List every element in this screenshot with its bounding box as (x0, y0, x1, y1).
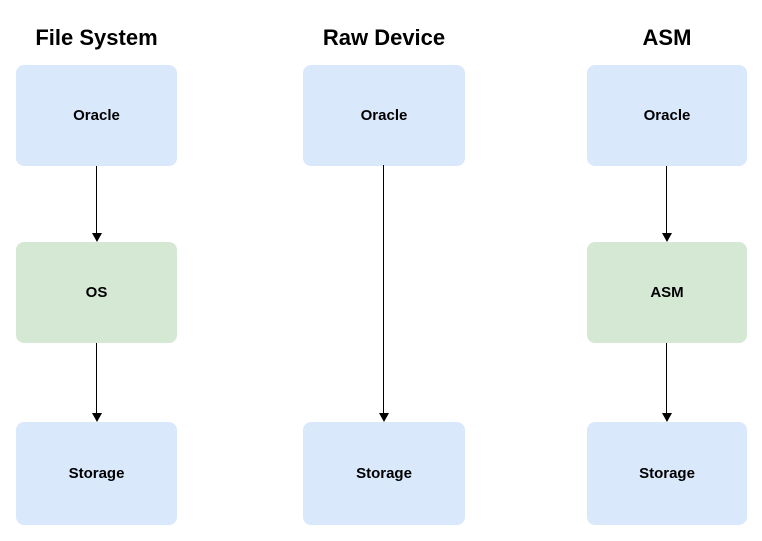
arrow-oracle-to-storage (378, 165, 389, 422)
node-os: OS (16, 242, 177, 343)
column-title-file-system: File System (35, 25, 158, 50)
node-label: Storage (356, 465, 412, 482)
node-asm: ASM (587, 242, 747, 343)
node-label: Oracle (73, 107, 120, 124)
node-label: Oracle (643, 107, 691, 124)
arrow-head-icon (378, 413, 389, 422)
arrow-head-icon (661, 233, 672, 242)
node-label: Storage (68, 465, 125, 482)
node-label: ASM (650, 284, 684, 301)
arrow-oracle-to-os (91, 166, 102, 242)
arrow-line (666, 166, 667, 233)
arrow-line (96, 166, 97, 233)
arrow-head-icon (661, 413, 672, 422)
node-oracle: Oracle (303, 65, 465, 166)
arrow-line (383, 165, 384, 413)
node-label: OS (85, 284, 108, 301)
arrow-head-icon (91, 413, 102, 422)
arrow-asm-to-storage (661, 343, 672, 422)
node-oracle: Oracle (587, 65, 747, 166)
arrow-line (666, 343, 667, 413)
column-title-raw-device: Raw Device (322, 25, 446, 50)
arrow-os-to-storage (91, 343, 102, 422)
node-label: Oracle (360, 107, 408, 124)
node-storage: Storage (587, 422, 747, 525)
arrow-head-icon (91, 233, 102, 242)
node-storage: Storage (303, 422, 465, 525)
arrow-line (96, 343, 97, 413)
node-oracle: Oracle (16, 65, 177, 166)
column-title-asm: ASM (642, 25, 692, 50)
arrow-oracle-to-asm (661, 166, 672, 242)
node-storage: Storage (16, 422, 177, 525)
node-label: Storage (639, 465, 695, 482)
